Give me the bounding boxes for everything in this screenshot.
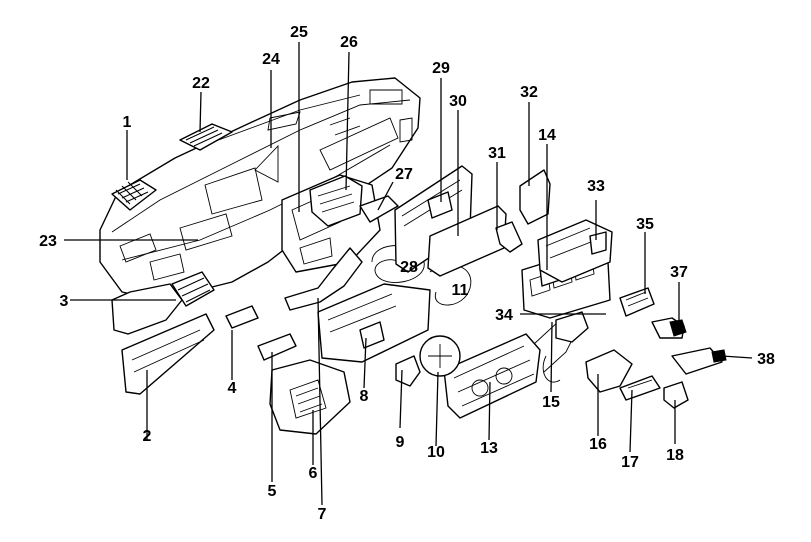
small-switch-block: [671, 347, 727, 375]
callout-11: 11: [452, 282, 469, 299]
callout-26: 26: [340, 34, 358, 51]
callout-33: 33: [587, 178, 605, 195]
callout-4: 4: [228, 380, 237, 397]
callout-37: 37: [670, 264, 688, 281]
wire-connector: [495, 221, 523, 253]
callout-13: 13: [480, 440, 498, 457]
callout-24: 24: [262, 51, 280, 68]
callout-10: 10: [427, 444, 445, 461]
console-housing: [317, 283, 431, 363]
callout-35: 35: [636, 216, 654, 233]
lower-left-trim: [121, 313, 215, 395]
switch-bezel: [257, 333, 297, 361]
switch: [225, 305, 259, 329]
callout-7: 7: [318, 506, 327, 523]
callout-14: 14: [538, 127, 556, 144]
callout-1: 1: [123, 114, 132, 131]
callout-32: 32: [520, 84, 538, 101]
callout-5: 5: [268, 483, 277, 500]
right-side-bracket: [519, 169, 551, 225]
callout-38: 38: [757, 351, 775, 368]
callout-30: 30: [449, 93, 467, 110]
callout-25: 25: [290, 24, 308, 41]
instrument-cluster: [443, 333, 541, 419]
callout-15: 15: [542, 394, 560, 411]
parts-drawing: [99, 77, 727, 435]
side-vent: [171, 271, 215, 307]
sensor: [651, 317, 687, 339]
callout-22: 22: [192, 75, 210, 92]
callout-17: 17: [621, 454, 639, 471]
callout-8: 8: [360, 388, 369, 405]
callout-labels: 1 2 3 4 5 6 7 8 9 10 11 13 14 15 16 17 1…: [39, 24, 775, 523]
callout-16: 16: [589, 436, 607, 453]
callout-27: 27: [395, 166, 413, 183]
leader-lines: [64, 42, 753, 506]
callout-29: 29: [432, 60, 450, 77]
wire-loop: [371, 245, 425, 283]
callout-3: 3: [60, 293, 69, 310]
small-bracket: [395, 355, 421, 387]
glove-box: [537, 219, 613, 283]
callout-18: 18: [666, 447, 684, 464]
switch-panel: [619, 287, 655, 317]
defroster-vent: [179, 123, 233, 151]
small-switch: [619, 375, 661, 401]
instrument-panel-main: [99, 77, 421, 299]
lower-duct: [284, 247, 363, 311]
callout-23: 23: [39, 233, 57, 250]
left-vent-grille: [111, 179, 157, 211]
lower-console: [269, 359, 351, 435]
callout-9: 9: [396, 434, 405, 451]
relay: [555, 311, 589, 343]
small-sensor: [663, 381, 689, 409]
gauge: [419, 335, 461, 377]
callout-6: 6: [309, 465, 318, 482]
callout-34: 34: [495, 307, 513, 324]
left-lower-panel: [111, 283, 183, 335]
callout-28: 28: [400, 259, 418, 276]
callout-2: 2: [143, 428, 152, 445]
callout-31: 31: [488, 145, 506, 162]
